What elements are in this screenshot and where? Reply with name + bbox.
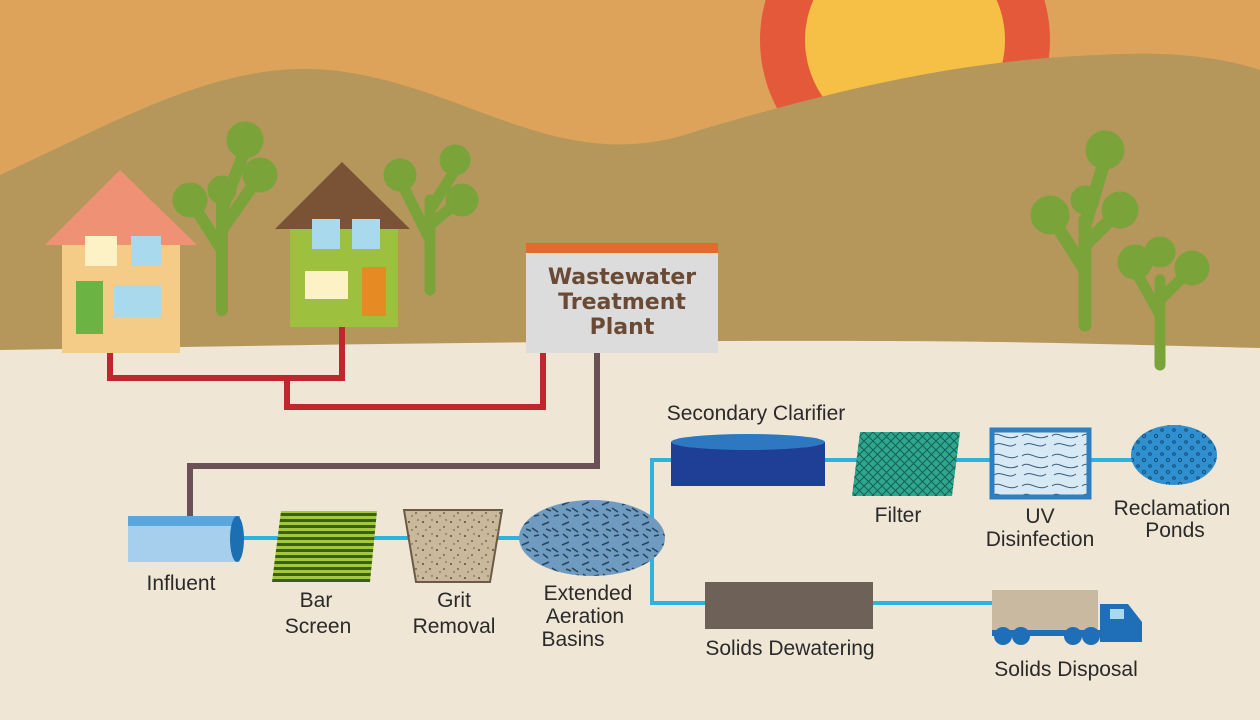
window [85, 236, 117, 266]
solids-dewatering-unit [705, 582, 873, 629]
window [312, 219, 340, 249]
joshua-tree-2 [383, 144, 479, 296]
influent-label: Influent [147, 572, 216, 595]
plant-title-line-3: Plant [590, 315, 655, 340]
filter-unit [852, 432, 960, 496]
uv-disinfection-unit [989, 427, 1092, 500]
solids-disposal-truck [992, 590, 1142, 645]
bar-screen [272, 511, 377, 582]
sewer-pipes [107, 327, 546, 410]
joshua-tree-4 [1117, 236, 1210, 371]
joshua-tree-3 [1030, 130, 1139, 332]
window [114, 285, 161, 317]
treatment-plant: Wastewater Treatment Plant [526, 243, 718, 353]
filter-label: Filter [875, 504, 922, 527]
uv-label-line-1: UV [1025, 505, 1054, 528]
grit-removal-tank [402, 509, 504, 583]
influent-tank [128, 516, 244, 562]
aeration-label-line-1: Extended [544, 582, 633, 605]
window [352, 219, 380, 249]
aeration-basin [519, 500, 665, 576]
bar-screen-label-line-1: Bar [300, 589, 333, 612]
uv-label-line-2: Disinfection [986, 528, 1095, 551]
aeration-label-line-3: Basins [541, 628, 604, 651]
reclamation-label-line-2: Ponds [1145, 519, 1205, 542]
door [362, 267, 386, 316]
secondary-clarifier [671, 434, 825, 486]
plant-title-line-1: Wastewater [548, 265, 696, 290]
solids-disposal-label: Solids Disposal [994, 658, 1138, 681]
aeration-label-line-2: Aeration [546, 605, 624, 628]
grit-removal-label-line-2: Removal [413, 615, 496, 638]
window [305, 271, 348, 299]
reclamation-label-line-1: Reclamation [1114, 497, 1231, 520]
house-2 [275, 162, 410, 327]
grit-removal-label-line-1: Grit [437, 589, 471, 612]
bar-screen-label-line-2: Screen [285, 615, 352, 638]
door [76, 281, 103, 334]
solids-dewatering-label: Solids Dewatering [705, 637, 874, 660]
window [131, 236, 161, 266]
reclamation-pond [1131, 425, 1217, 485]
secondary-clarifier-label: Secondary Clarifier [667, 402, 846, 425]
house-1 [45, 170, 197, 353]
joshua-tree-1 [172, 121, 278, 316]
plant-outflow-pipe [187, 353, 600, 520]
plant-title-line-2: Treatment [558, 290, 686, 315]
